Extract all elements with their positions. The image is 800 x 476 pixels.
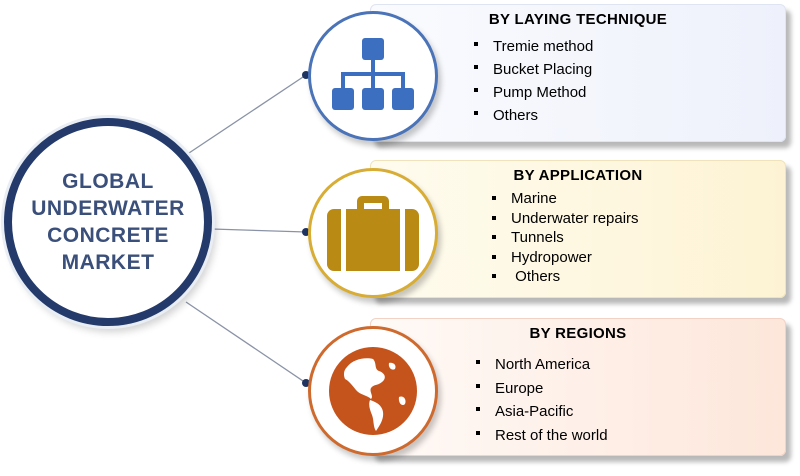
list-item: North America bbox=[476, 353, 608, 377]
segment-title: BY LAYING TECHNIQUE bbox=[488, 11, 668, 28]
segment-title: BY APPLICATION bbox=[513, 167, 643, 184]
list-item: Rest of the world bbox=[476, 424, 608, 448]
segment-panel-laying-technique: BY LAYING TECHNIQUE Tremie method Bucket… bbox=[370, 4, 786, 142]
list-item: Marine bbox=[492, 189, 639, 209]
list-item: Others bbox=[473, 104, 593, 127]
central-topic-circle: GLOBAL UNDERWATER CONCRETE MARKET bbox=[4, 118, 212, 326]
center-line: CONCRETE bbox=[47, 224, 169, 247]
list-item: Underwater repairs bbox=[492, 209, 639, 227]
icon-circle-application bbox=[308, 168, 438, 298]
list-item: Hydropower bbox=[492, 248, 639, 268]
segment-title: BY REGIONS bbox=[529, 325, 627, 342]
list-item: Tunnels bbox=[492, 228, 639, 248]
segment-list: North America Europe Asia-Pacific Rest o… bbox=[476, 353, 608, 448]
segment-list: Marine Underwater repairs Tunnels Hydrop… bbox=[492, 189, 639, 287]
center-line: GLOBAL bbox=[62, 170, 154, 193]
globe-icon bbox=[329, 347, 417, 435]
list-item: Others bbox=[492, 267, 639, 287]
center-line: UNDERWATER bbox=[31, 197, 185, 220]
icon-circle-laying-technique bbox=[308, 11, 438, 141]
segment-panel-application: BY APPLICATION Marine Underwater repairs… bbox=[370, 160, 786, 298]
icon-circle-regions bbox=[308, 326, 438, 456]
segment-panel-regions: BY REGIONS North America Europe Asia-Pac… bbox=[370, 318, 786, 456]
list-item: Europe bbox=[476, 377, 608, 401]
list-item: Bucket Placing bbox=[473, 58, 593, 81]
list-item: Pump Method bbox=[473, 81, 593, 104]
center-line: MARKET bbox=[61, 251, 155, 274]
list-item: Asia-Pacific bbox=[476, 400, 608, 424]
briefcase-icon bbox=[327, 196, 419, 271]
list-item: Tremie method bbox=[473, 35, 593, 58]
segment-list: Tremie method Bucket Placing Pump Method… bbox=[473, 35, 593, 127]
hierarchy-icon bbox=[332, 38, 414, 110]
